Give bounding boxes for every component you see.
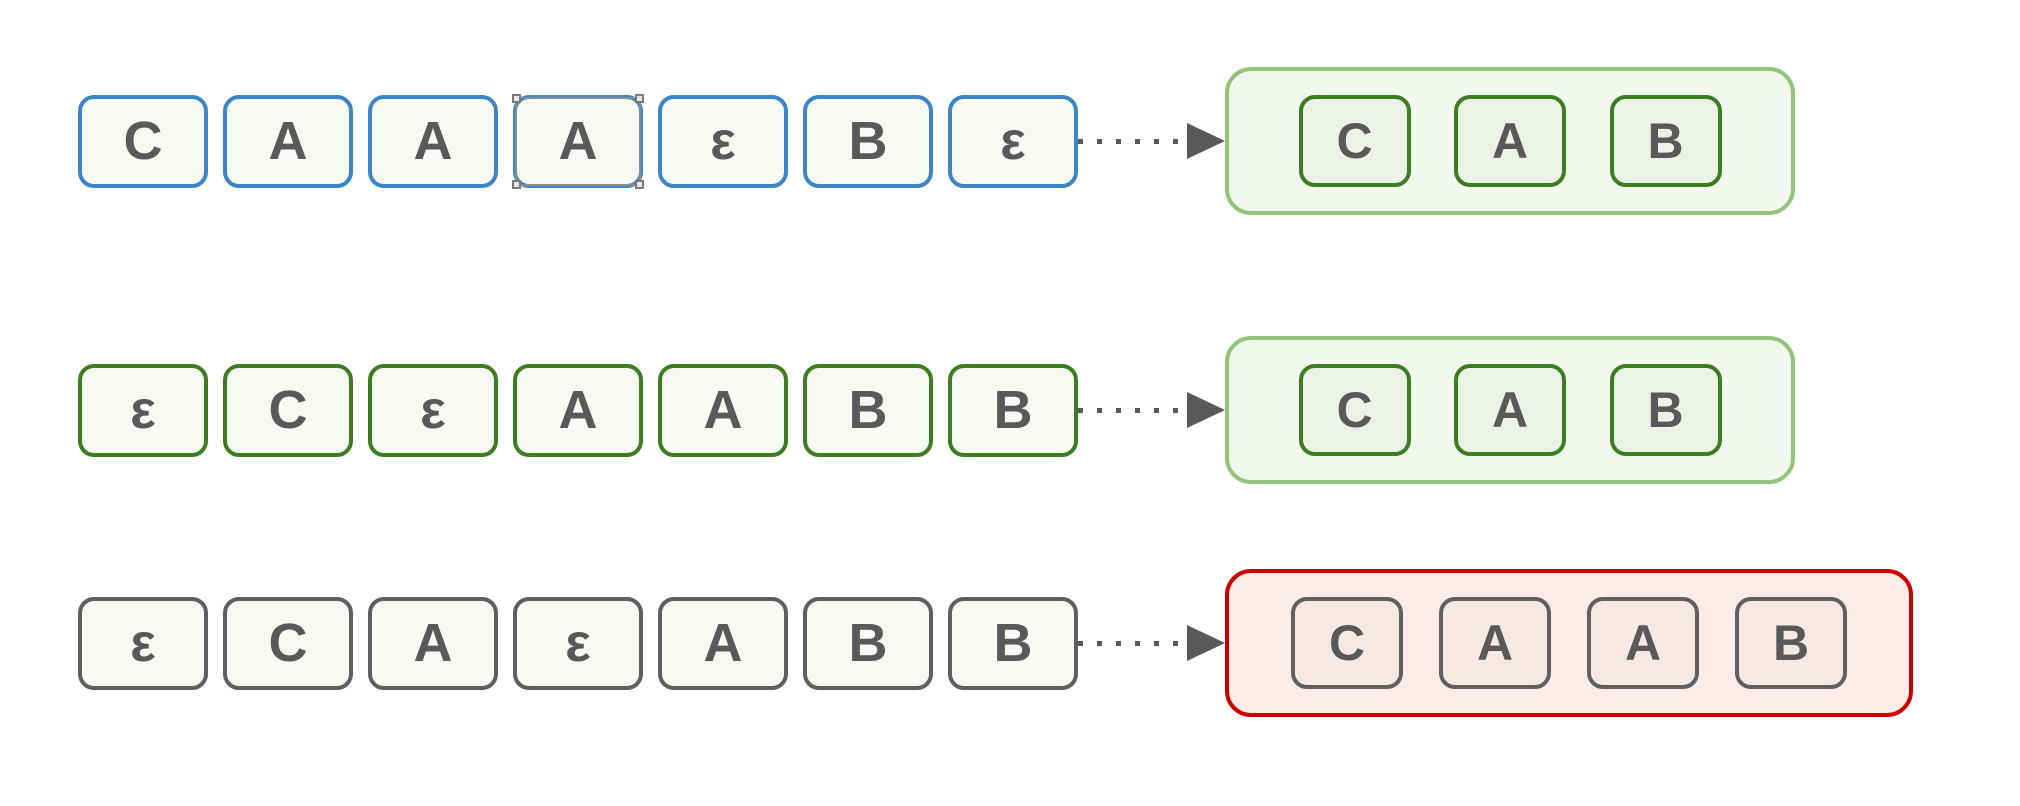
token-label: ε: [565, 613, 591, 673]
token-box-selected[interactable]: A: [512, 93, 644, 189]
token-box[interactable]: C: [223, 596, 353, 690]
result-token-box[interactable]: A: [1454, 95, 1566, 187]
result-token-box[interactable]: A: [1587, 597, 1699, 689]
token-label: C: [1328, 615, 1366, 671]
token-label: B: [848, 111, 888, 171]
token-box[interactable]: ε: [948, 94, 1078, 188]
result-token-box[interactable]: A: [1454, 364, 1566, 456]
token-box[interactable]: B: [803, 596, 933, 690]
token-box[interactable]: A: [368, 596, 498, 690]
dotted-line: [1078, 640, 1187, 646]
token-box[interactable]: A: [658, 596, 788, 690]
alignment-row-3: ε C A ε A B B C A A B: [78, 569, 1913, 717]
token-label: B: [1647, 113, 1684, 169]
token-label: C: [123, 111, 163, 171]
token-label: A: [1624, 615, 1662, 671]
arrowhead-right-icon: [1187, 625, 1225, 661]
result-token-box[interactable]: A: [1439, 597, 1551, 689]
result-token-box[interactable]: B: [1735, 597, 1847, 689]
alignment-row-1: C A A A ε B ε C A B: [78, 67, 1795, 215]
selection-handle[interactable]: [512, 179, 521, 189]
selection-handle[interactable]: [635, 93, 644, 103]
source-sequence-3: ε C A ε A B B: [78, 596, 1078, 690]
token-label: A: [558, 111, 598, 171]
token-box[interactable]: B: [948, 596, 1078, 690]
result-token-box[interactable]: B: [1609, 95, 1722, 187]
token-label: A: [703, 380, 743, 440]
token-box[interactable]: C: [223, 363, 353, 457]
dotted-line: [1078, 407, 1187, 413]
token-box[interactable]: B: [803, 94, 933, 188]
token-label: ε: [130, 380, 156, 440]
token-box[interactable]: A: [223, 94, 353, 188]
token-box[interactable]: C: [78, 94, 208, 188]
token-label: ε: [1000, 111, 1026, 171]
token-label: ε: [710, 111, 736, 171]
token-box[interactable]: ε: [368, 363, 498, 457]
token-label: ε: [130, 613, 156, 673]
token-label: A: [413, 111, 453, 171]
result-group-2[interactable]: C A B: [1225, 336, 1795, 484]
token-box[interactable]: ε: [78, 596, 208, 690]
arrowhead-right-icon: [1187, 123, 1225, 159]
result-token-box[interactable]: B: [1609, 364, 1722, 456]
token-label: C: [1336, 113, 1373, 169]
token-box[interactable]: A: [513, 363, 643, 457]
token-label: B: [1772, 615, 1810, 671]
token-label: A: [1491, 113, 1529, 169]
source-sequence-1: C A A A ε B ε: [78, 93, 1078, 189]
result-token-box[interactable]: C: [1298, 364, 1411, 456]
selection-handle[interactable]: [635, 179, 644, 189]
token-label: A: [1491, 382, 1529, 438]
dotted-line: [1078, 138, 1187, 144]
token-label: C: [268, 613, 308, 673]
token-box[interactable]: ε: [78, 363, 208, 457]
token-label: B: [848, 613, 888, 673]
token-label: A: [1476, 615, 1514, 671]
selection-handle[interactable]: [512, 93, 521, 103]
token-label: A: [268, 111, 308, 171]
token-label: B: [848, 380, 888, 440]
dotted-arrow-icon: [1078, 390, 1225, 430]
source-sequence-2: ε C ε A A B B: [78, 363, 1078, 457]
token-box[interactable]: A: [658, 363, 788, 457]
token-box[interactable]: B: [948, 363, 1078, 457]
token-box[interactable]: A: [368, 94, 498, 188]
token-label: ε: [420, 380, 446, 440]
dotted-arrow-icon: [1078, 121, 1225, 161]
token-label: A: [558, 380, 598, 440]
token-label: B: [993, 613, 1033, 673]
dotted-arrow-icon: [1078, 623, 1225, 663]
arrowhead-right-icon: [1187, 392, 1225, 428]
token-box[interactable]: ε: [513, 596, 643, 690]
token-label: A: [413, 613, 453, 673]
token-label: C: [1336, 382, 1373, 438]
token-label: B: [1647, 382, 1684, 438]
result-token-box[interactable]: C: [1291, 597, 1403, 689]
token-box[interactable]: B: [803, 363, 933, 457]
alignment-row-2: ε C ε A A B B C A B: [78, 336, 1795, 484]
result-token-box[interactable]: C: [1298, 95, 1411, 187]
token-label: C: [268, 380, 308, 440]
result-group-3[interactable]: C A A B: [1225, 569, 1913, 717]
token-box[interactable]: ε: [658, 94, 788, 188]
token-label: B: [993, 380, 1033, 440]
token-label: A: [703, 613, 743, 673]
result-group-1[interactable]: C A B: [1225, 67, 1795, 215]
